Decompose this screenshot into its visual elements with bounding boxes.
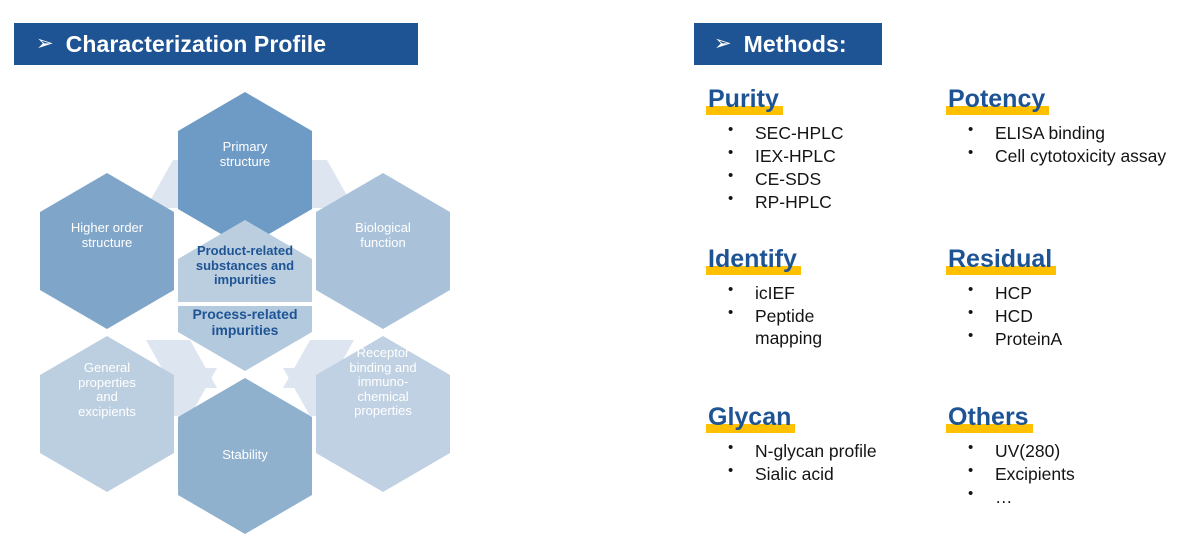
list-item: •… (968, 485, 1013, 508)
methods-panel: Purity •SEC-HPLC •IEX-HPLC •CE-SDS •RP-H… (694, 86, 1194, 556)
hexagon-primary-structure (178, 92, 312, 248)
list-item: •IEX-HPLC (728, 144, 836, 167)
method-group-purity: Purity •SEC-HPLC •IEX-HPLC •CE-SDS •RP-H… (706, 86, 941, 214)
bullet-icon: • (728, 121, 734, 139)
method-list-residual: •HCP •HCD •ProteinA (946, 281, 1181, 350)
bullet-icon: • (728, 462, 734, 480)
hexagon-diagram: Primary structure Higher order structure… (0, 78, 500, 548)
list-item: •RP-HPLC (728, 190, 832, 213)
method-heading-potency: Potency (946, 86, 1050, 116)
banner-right-title: Methods: (743, 30, 847, 57)
list-item: •CE-SDS (728, 167, 822, 190)
method-list-identify: •icIEF •Peptide mapping (706, 281, 941, 349)
list-item: •HCD (968, 304, 1033, 327)
method-heading-residual: Residual (946, 246, 1057, 276)
hexagon-receptor-binding (316, 336, 450, 492)
bullet-icon: • (968, 144, 974, 162)
method-list-glycan: •N-glycan profile •Sialic acid (706, 439, 941, 485)
bullet-icon: • (728, 190, 734, 208)
banner-characterization-profile: ➢ Characterization Profile (14, 23, 418, 65)
banner-left-title: Characterization Profile (65, 30, 327, 57)
list-item: •HCP (968, 281, 1032, 304)
hexagon-shapes (40, 92, 450, 534)
method-list-others: •UV(280) •Excipients •… (946, 439, 1181, 508)
method-heading-purity: Purity (706, 86, 783, 116)
bullet-icon: • (728, 439, 734, 457)
list-item: •UV(280) (968, 439, 1061, 462)
list-item: •Sialic acid (728, 462, 834, 485)
list-item: •Peptide mapping (728, 304, 823, 349)
arrowhead-icon: ➢ (36, 30, 54, 55)
method-list-potency: •ELISA binding •Cell cytotoxicity assay (946, 121, 1195, 167)
method-group-residual: Residual •HCP •HCD •ProteinA (946, 246, 1181, 351)
bullet-icon: • (968, 304, 974, 322)
bullet-icon: • (728, 304, 734, 322)
list-item: •Excipients (968, 462, 1075, 485)
bullet-icon: • (728, 281, 734, 299)
method-list-purity: •SEC-HPLC •IEX-HPLC •CE-SDS •RP-HPLC (706, 121, 941, 213)
list-item: •ProteinA (968, 327, 1063, 350)
method-group-others: Others •UV(280) •Excipients •… (946, 404, 1181, 509)
bullet-icon: • (968, 439, 974, 457)
list-item: •N-glycan profile (728, 439, 877, 462)
method-heading-glycan: Glycan (706, 404, 796, 434)
hexagon-general-properties (40, 336, 174, 492)
bullet-icon: • (968, 327, 974, 345)
arrowhead-icon: ➢ (714, 30, 732, 55)
bullet-icon: • (968, 121, 974, 139)
hexagon-stability (178, 378, 312, 534)
list-item: •Cell cytotoxicity assay (968, 144, 1167, 167)
bullet-icon: • (968, 281, 974, 299)
method-heading-identify: Identify (706, 246, 801, 276)
list-item: •ELISA binding (968, 121, 1105, 144)
method-group-glycan: Glycan •N-glycan profile •Sialic acid (706, 404, 941, 486)
hexagon-product-related (178, 220, 312, 302)
bullet-icon: • (968, 485, 974, 503)
bullet-icon: • (968, 462, 974, 480)
method-group-identify: Identify •icIEF •Peptide mapping (706, 246, 941, 350)
list-item: •icIEF (728, 281, 795, 304)
bullet-icon: • (728, 167, 734, 185)
list-item: •SEC-HPLC (728, 121, 844, 144)
hexagon-process-related (178, 306, 312, 371)
hexagon-biological-function (316, 173, 450, 329)
method-group-potency: Potency •ELISA binding •Cell cytotoxicit… (946, 86, 1195, 168)
hexagon-higher-order-structure (40, 173, 174, 329)
method-heading-others: Others (946, 404, 1033, 434)
bullet-icon: • (728, 144, 734, 162)
banner-methods: ➢ Methods: (694, 23, 882, 65)
